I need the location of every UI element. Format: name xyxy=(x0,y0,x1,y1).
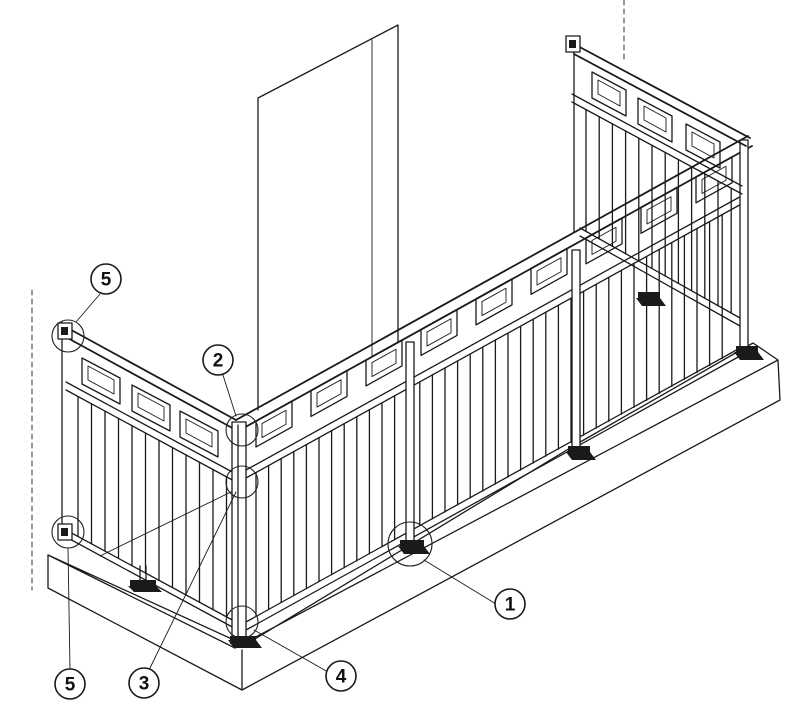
callout-2: 2 xyxy=(202,344,234,376)
front-square xyxy=(530,247,568,296)
right-square-3 xyxy=(685,123,721,169)
right-bottom-rail-lower xyxy=(579,235,741,327)
leader-4 xyxy=(253,629,329,673)
left-square-3-inner xyxy=(185,418,213,448)
callout-5-top: 5 xyxy=(90,263,122,295)
corner-post xyxy=(231,421,247,641)
detail-circles xyxy=(51,319,433,639)
front-square-inner xyxy=(261,409,287,439)
leader-1 xyxy=(423,559,497,605)
detail-circle-2 xyxy=(225,413,259,447)
callout-1: 1 xyxy=(494,588,526,620)
wall-edges xyxy=(31,0,625,591)
front-bottom-rail-lower xyxy=(245,355,741,631)
left-square-1 xyxy=(81,357,121,405)
front-square xyxy=(475,278,513,326)
right-square-1 xyxy=(591,71,627,117)
door-frame xyxy=(257,24,399,411)
left-bottom-rail xyxy=(65,529,237,623)
front-square xyxy=(585,217,623,265)
right-top-rail xyxy=(573,43,751,139)
front-square-inner xyxy=(591,226,617,255)
right-middle-rail-lower xyxy=(571,101,743,195)
right-top-rail-lower xyxy=(573,53,747,147)
right-corner-post xyxy=(739,139,749,349)
leader-5-top xyxy=(75,293,101,323)
front-top-rail xyxy=(235,135,749,421)
front-square-inner xyxy=(646,196,672,225)
callout-5-top-label: 5 xyxy=(101,270,112,291)
callout-4: 4 xyxy=(325,660,357,692)
front-base-plates xyxy=(228,346,764,648)
left-middle-rail xyxy=(65,381,237,475)
front-bottom-rail xyxy=(245,347,741,623)
callout-2-label: 2 xyxy=(213,351,224,372)
front-railing-section xyxy=(228,135,764,648)
left-middle-rail-lower xyxy=(65,389,237,483)
front-square-inner xyxy=(426,318,452,347)
leader-2 xyxy=(221,371,237,417)
right-square-2 xyxy=(637,97,673,143)
left-square-1-inner xyxy=(87,365,115,395)
right-base-plate xyxy=(636,292,666,306)
left-square-3 xyxy=(179,410,219,458)
front-square xyxy=(420,308,458,357)
detail-circle-1 xyxy=(387,521,433,567)
left-decorative-squares xyxy=(81,357,219,458)
callout-4-label: 4 xyxy=(336,667,347,688)
front-square xyxy=(365,339,403,387)
detail-circle-3 xyxy=(225,465,259,499)
detail-circle-4 xyxy=(225,605,259,639)
callout-1-label: 1 xyxy=(505,595,516,616)
callout-5-bottom-label: 5 xyxy=(65,675,76,696)
front-square xyxy=(255,400,293,448)
front-square-inner xyxy=(536,257,562,286)
front-square-inner xyxy=(701,165,727,194)
right-bottom-rail xyxy=(579,227,741,319)
front-mid-post-2 xyxy=(571,249,581,451)
left-square-2-inner xyxy=(137,392,165,422)
front-square-inner xyxy=(481,287,507,316)
left-top-rail xyxy=(63,325,237,421)
balcony-door xyxy=(257,24,399,411)
detail-circle-5-top xyxy=(51,319,85,353)
callout-3: 3 xyxy=(128,667,160,699)
front-square xyxy=(310,369,348,418)
front-square xyxy=(640,186,678,235)
right-balusters xyxy=(585,108,732,314)
front-middle-rail xyxy=(245,193,746,471)
leader-lines xyxy=(67,293,497,673)
callout-5-bottom: 5 xyxy=(54,668,86,700)
left-railing-section xyxy=(57,321,237,630)
left-top-rail-lower xyxy=(63,335,237,431)
left-base-plates xyxy=(128,565,162,592)
front-square-inner xyxy=(371,348,397,378)
left-square-2 xyxy=(131,384,171,432)
left-wall-bracket-top xyxy=(57,322,73,340)
right-decorative-squares xyxy=(591,71,721,169)
slab-inner-line xyxy=(99,489,236,557)
front-mid-post-1 xyxy=(405,341,415,543)
callouts: 1 2 3 4 5 5 xyxy=(54,263,526,700)
leader-3 xyxy=(149,491,237,669)
callout-3-label: 3 xyxy=(139,674,150,695)
right-middle-rail xyxy=(571,93,743,187)
front-square-inner xyxy=(316,379,342,408)
left-wall-bracket-bottom xyxy=(57,523,73,541)
leader-5-bottom xyxy=(67,547,71,671)
right-railing-section xyxy=(565,35,751,327)
front-posts xyxy=(231,139,749,641)
left-balusters xyxy=(77,395,228,618)
front-balusters xyxy=(255,213,723,618)
right-wall-bracket-top xyxy=(565,35,581,53)
